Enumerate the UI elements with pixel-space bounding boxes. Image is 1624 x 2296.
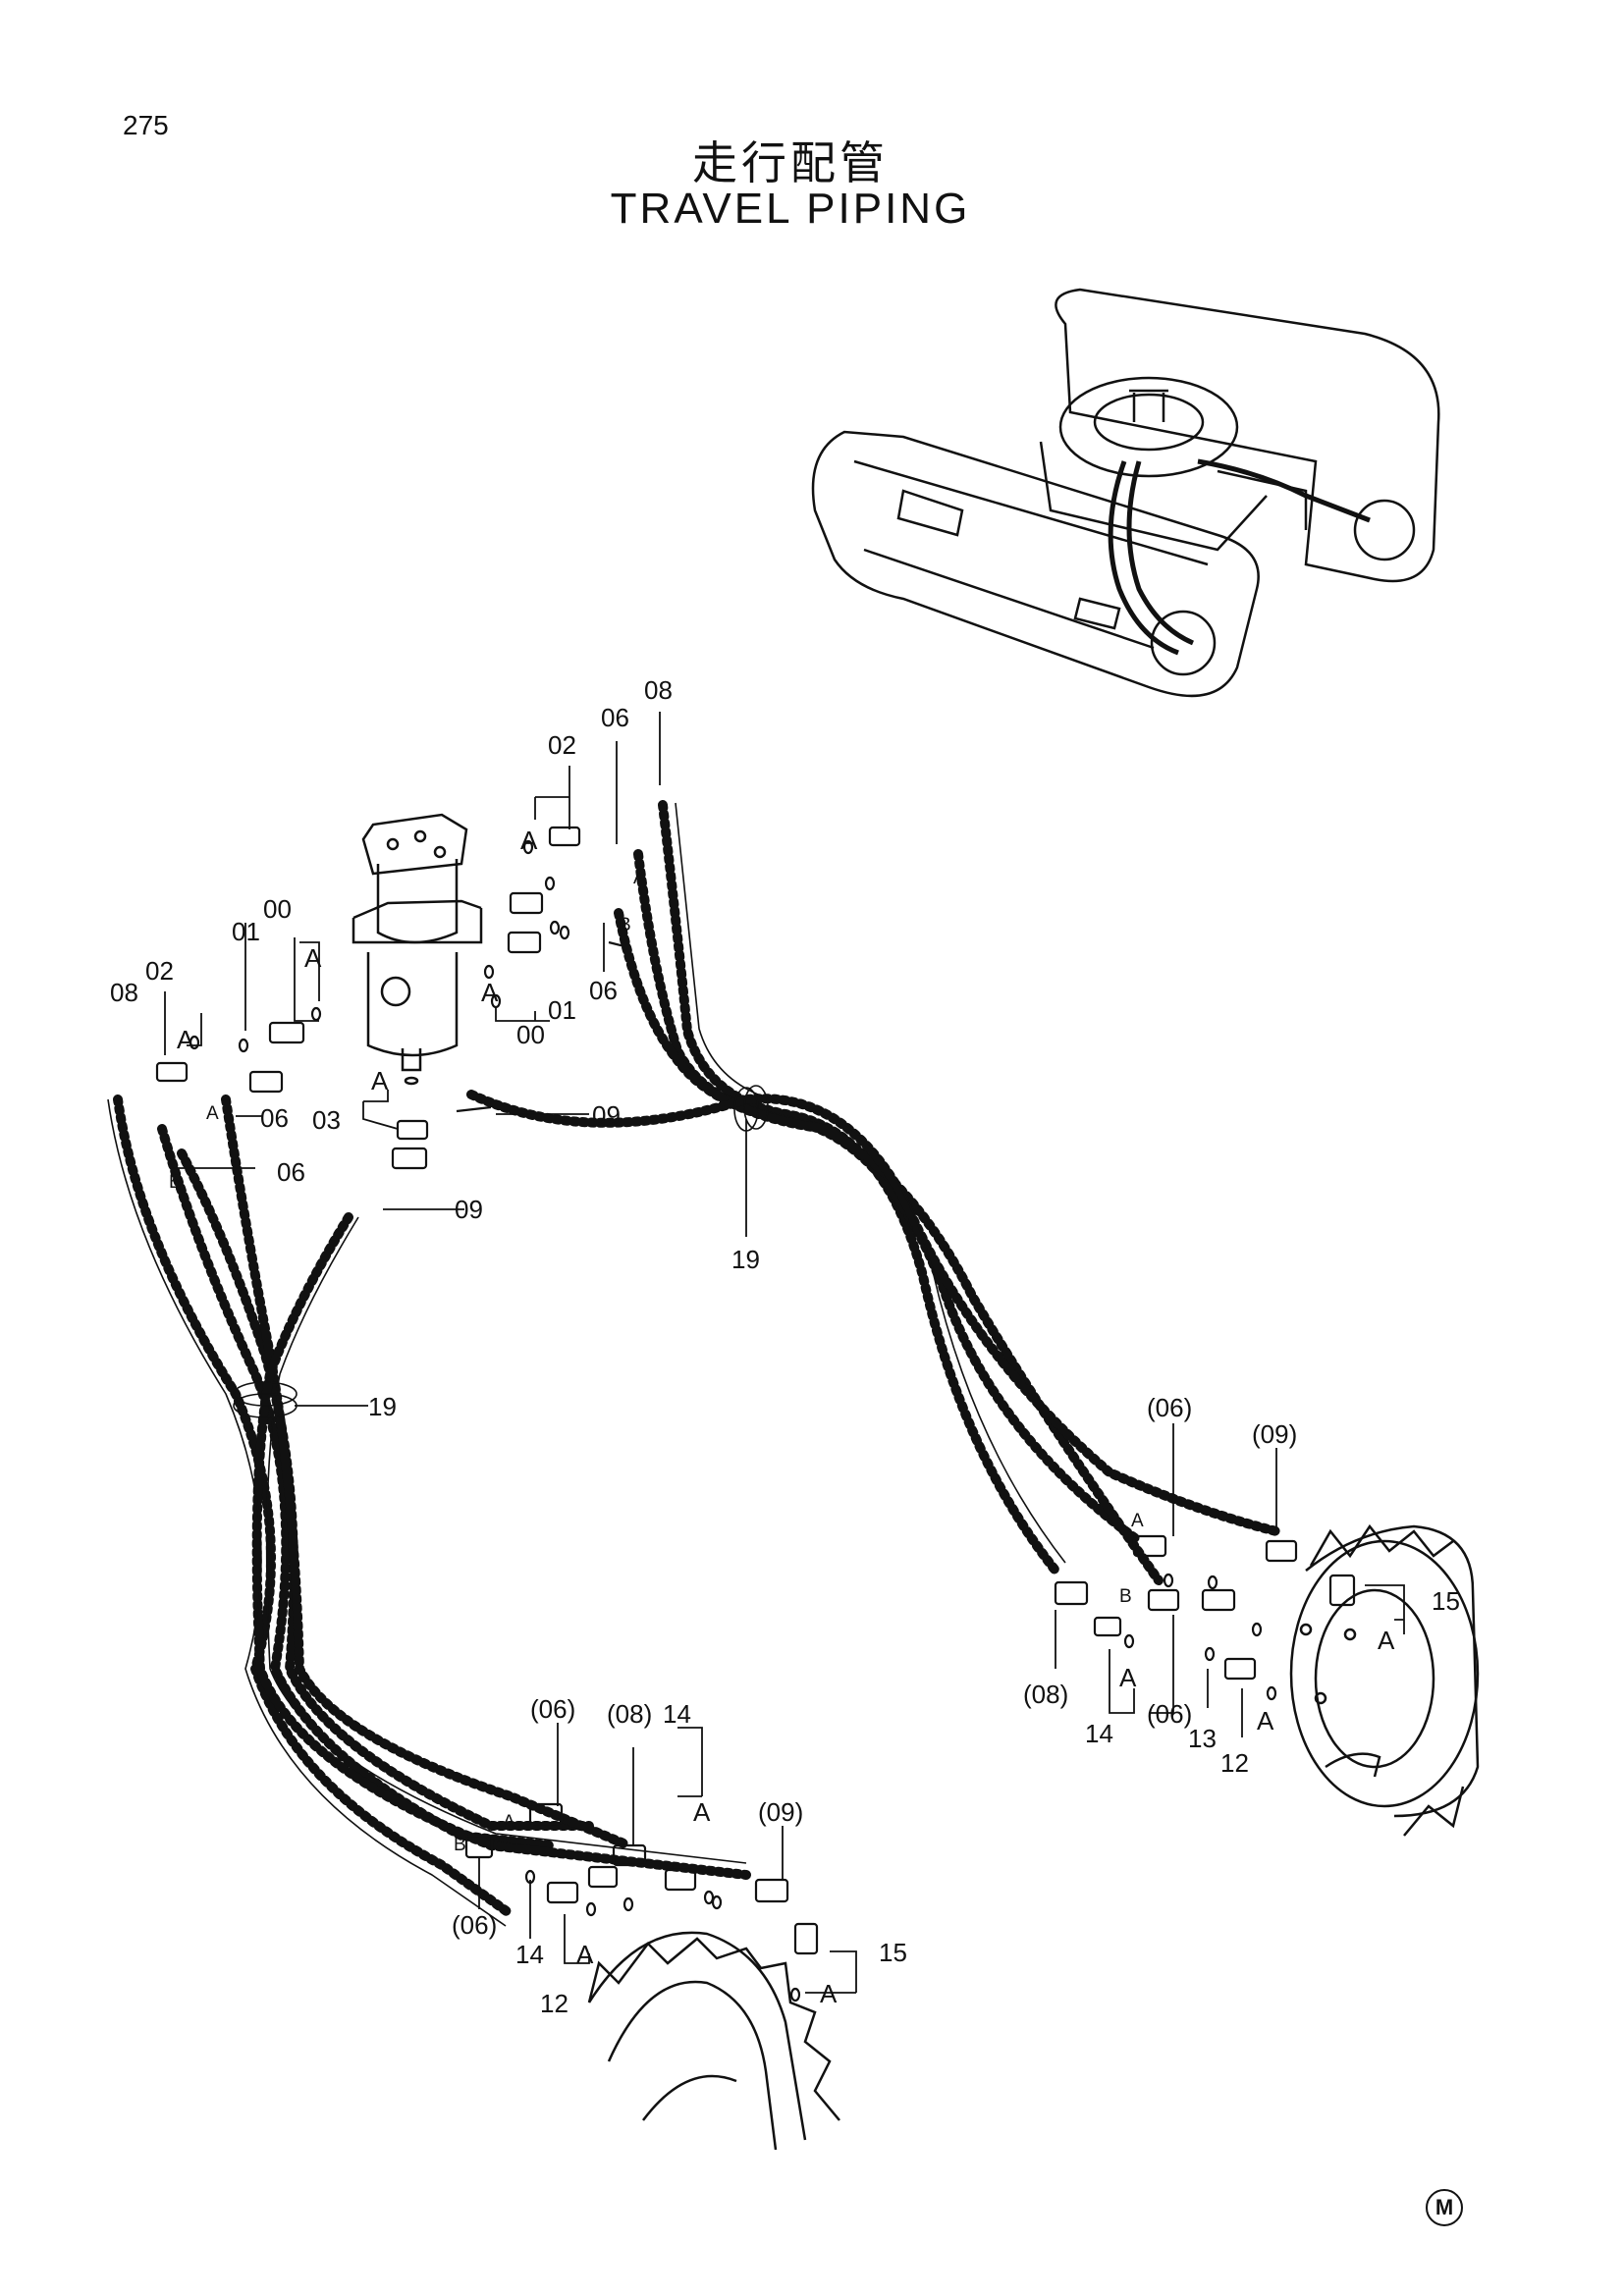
callout-14-left-bottom: 14: [515, 1940, 544, 1969]
inset-swing-bearing-inner: [1093, 393, 1205, 452]
port-a-label: A: [820, 1979, 838, 2008]
callout-19-right: 19: [731, 1245, 760, 1274]
port-b-mark: B: [1119, 1586, 1132, 1607]
right-hose-bundle-outline: [675, 802, 1066, 1564]
callout-08-paren-left: (08): [607, 1699, 652, 1729]
callout-06-paren-left-bottom: (06): [452, 1910, 497, 1940]
inset-center-joint: [1129, 389, 1168, 422]
page-title-japanese: 走行配管: [692, 136, 889, 189]
inset-left-track-inner: [853, 459, 1209, 650]
callout-02-left: 02: [145, 956, 174, 986]
left-travel-motor: [587, 1931, 840, 2151]
callout-14-right: 14: [1085, 1719, 1113, 1748]
port-a-label: A: [177, 1025, 194, 1054]
joint-fittings: [155, 826, 629, 1170]
port-a-mark: A: [1131, 1511, 1144, 1531]
callout-12-left: 12: [540, 1989, 568, 2018]
undercarriage-inset: [811, 288, 1440, 698]
port-a-label: A: [520, 826, 538, 855]
port-a-label: A: [693, 1797, 711, 1827]
callout-06-paren-right-bottom: (06): [1147, 1699, 1192, 1729]
callout-12-right: 12: [1220, 1748, 1249, 1778]
callout-08-left: 08: [110, 978, 138, 1007]
inset-right-track: [1055, 288, 1440, 583]
page-title: TRAVEL PIPING: [610, 185, 971, 233]
left-motor-fittings: [464, 1802, 819, 2002]
port-a-label: A: [371, 1066, 389, 1095]
inset-rear-sprocket: [1353, 499, 1416, 561]
left-hose-bundle-outline: [107, 1098, 747, 1927]
callout-06-paren-left-top: (06): [530, 1694, 575, 1724]
port-a-label: A: [481, 978, 499, 1007]
right-travel-motor: [1289, 1523, 1480, 1837]
callout-labels: 02 06 08 00 01 02 08 01 06 00 03 06 06 0…: [110, 675, 1460, 2018]
port-b-mark: B: [454, 1835, 466, 1855]
hose-clamp-left: [233, 1381, 298, 1407]
callout-06-left-a: 06: [260, 1103, 289, 1133]
callout-14-left-top: 14: [663, 1699, 691, 1729]
page-number: 275: [123, 110, 169, 140]
leader-lines: [164, 712, 1405, 1994]
callout-08-top: 08: [644, 675, 673, 705]
port-a-label: A: [1119, 1663, 1137, 1692]
callout-06-left-b: 06: [277, 1157, 305, 1187]
callout-09-top: 09: [592, 1100, 621, 1130]
callout-09-paren-right: (09): [1252, 1419, 1297, 1449]
callout-03: 03: [312, 1105, 341, 1135]
center-joint: [352, 813, 483, 1086]
port-a-mark: A: [633, 868, 646, 888]
callout-15-right: 15: [1432, 1586, 1460, 1616]
callout-01-left: 01: [232, 917, 260, 946]
inset-swing-bearing: [1058, 376, 1239, 478]
inset-left-track: [811, 430, 1260, 698]
right-motor-fittings: [1054, 1534, 1356, 1701]
callout-02-right: 02: [548, 730, 576, 760]
callout-09-paren-left: (09): [758, 1797, 803, 1827]
port-a-mark: A: [206, 1103, 219, 1124]
port-a-label: A: [304, 943, 322, 973]
inset-frame: [1039, 441, 1308, 552]
callout-01-right: 01: [548, 995, 576, 1025]
callout-08-paren-right: (08): [1023, 1680, 1068, 1709]
callout-06-paren-right-top: (06): [1147, 1393, 1192, 1422]
right-hose-bundle: [466, 800, 1281, 1585]
callout-06-top: 06: [601, 703, 629, 732]
inset-front-sprocket: [1150, 610, 1217, 676]
callout-06-mid: 06: [589, 976, 618, 1005]
callout-00-right: 00: [516, 1020, 545, 1049]
port-a-label: A: [1378, 1626, 1395, 1655]
inset-hose-bundle: [1108, 458, 1371, 656]
port-b-mark: B: [169, 1172, 182, 1193]
port-b-mark: B: [619, 915, 631, 935]
callout-15-left: 15: [879, 1938, 907, 1967]
port-a-label: A: [576, 1940, 594, 1969]
callout-19-left: 19: [368, 1392, 397, 1421]
port-a-mark: A: [503, 1812, 515, 1833]
port-labels: A A A A A A B A B A B A A A A B A A A: [169, 826, 1395, 2008]
left-hose-bundle: [113, 1095, 751, 1919]
callout-09-left: 09: [455, 1195, 483, 1224]
manufacturer-mark: M: [1426, 2189, 1463, 2226]
callout-13: 13: [1188, 1724, 1217, 1753]
port-a-label: A: [1257, 1706, 1274, 1735]
callout-00-left: 00: [263, 894, 292, 924]
